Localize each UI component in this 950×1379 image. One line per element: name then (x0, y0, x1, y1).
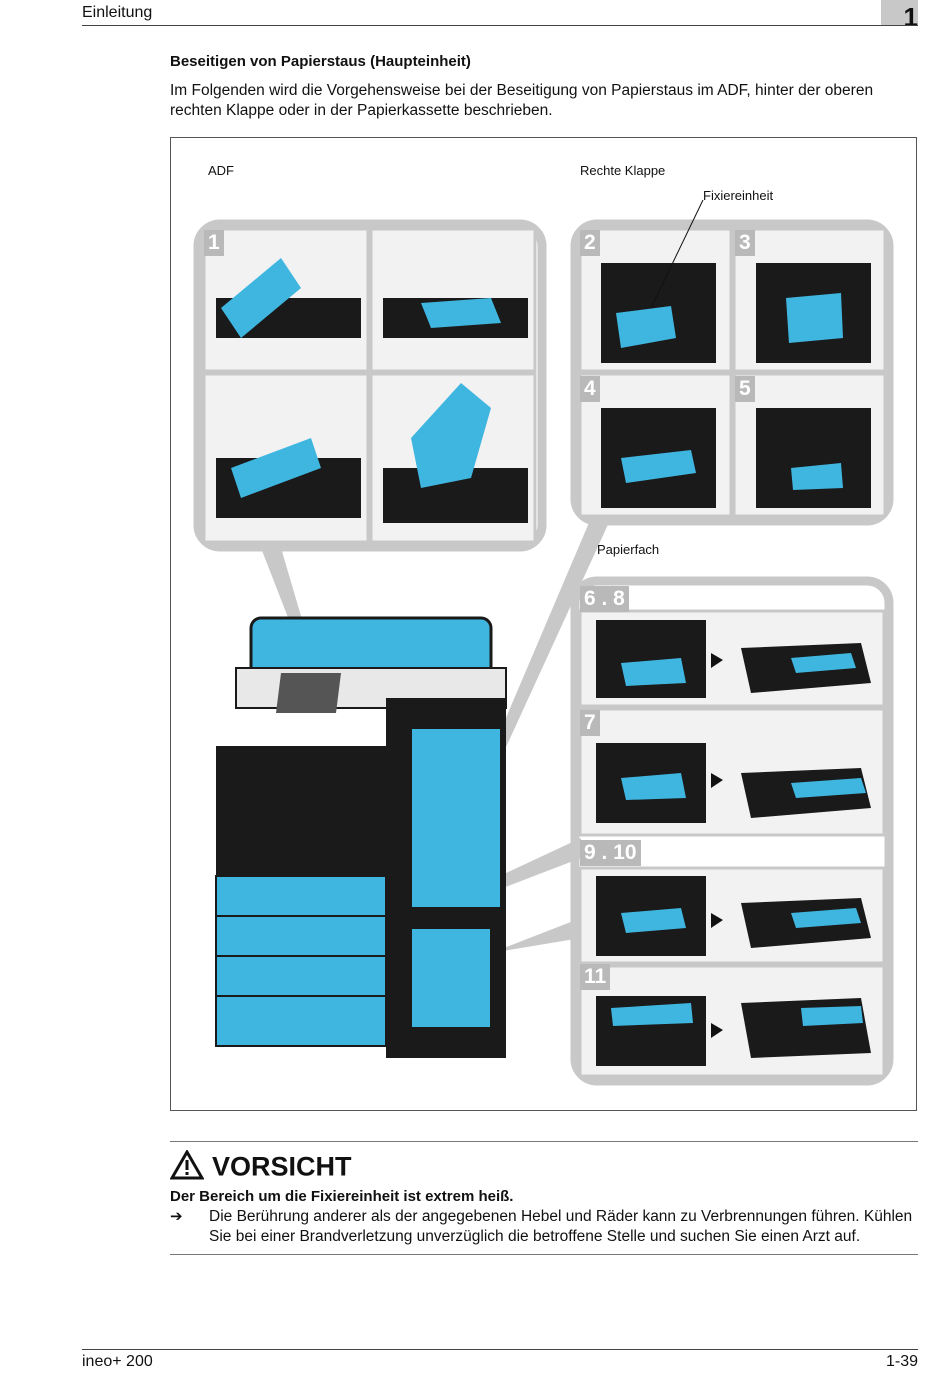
chapter-tab (881, 0, 918, 25)
step-number: 9 . 10 (580, 840, 641, 866)
jam-figure: ADF Rechte Klappe Fixiereinheit Papierfa… (170, 137, 917, 1111)
right-door-sketches (601, 263, 871, 508)
caution-lead: Der Bereich um die Fixiereinheit ist ext… (170, 1188, 514, 1205)
caution-bottom-rule (170, 1254, 918, 1255)
step-number: 11 (580, 964, 611, 990)
header-rule (82, 25, 918, 26)
step-number: 5 (735, 376, 755, 402)
footer-product: ineo+ 200 (82, 1353, 153, 1370)
warning-triangle-icon (169, 1148, 205, 1187)
caution-heading: VORSICHT (169, 1148, 352, 1187)
footer-rule (82, 1349, 918, 1350)
label-fuser: Fixiereinheit (703, 188, 774, 203)
figure-illustration (193, 199, 894, 1086)
step-number: 2 (580, 230, 600, 256)
adf-panel-frame (193, 219, 547, 552)
step-number: 3 (735, 230, 755, 256)
step-number: 1 (204, 230, 224, 256)
chapter-number: 1 (903, 2, 918, 32)
section-title: Beseitigen von Papierstaus (Haupteinheit… (170, 53, 471, 70)
right-door-panel-frame (570, 219, 894, 526)
caution-title: VORSICHT (212, 1151, 352, 1182)
footer-page-number: 1-39 (885, 1353, 918, 1370)
intro-paragraph: Im Folgenden wird die Vorgehensweise bei… (170, 82, 874, 119)
multifunction-printer (215, 616, 507, 1058)
caution-text: Die Berührung anderer als der angegebene… (209, 1208, 913, 1245)
step-number: 7 (580, 710, 600, 736)
label-adf: ADF (208, 163, 234, 178)
arrow-right-icon: ➔ (170, 1208, 183, 1225)
fuser-leader-line (650, 199, 704, 309)
adf-sketches (216, 258, 528, 523)
step-number: 4 (580, 376, 600, 402)
caution-top-rule (170, 1141, 918, 1142)
paper-tray-sketches (596, 620, 871, 1066)
header-section: Einleitung (82, 4, 153, 21)
paper-tray-panel-frame (570, 576, 894, 1086)
label-right-door: Rechte Klappe (580, 163, 666, 178)
label-paper-tray: Papierfach (597, 542, 660, 557)
step-number: 6 . 8 (580, 586, 629, 612)
